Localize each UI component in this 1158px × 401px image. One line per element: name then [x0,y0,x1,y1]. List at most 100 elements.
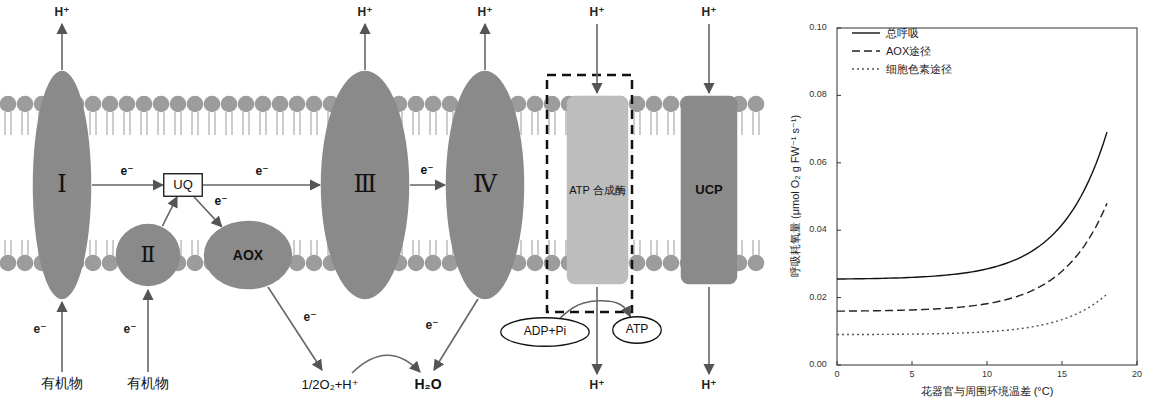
outline-shape [116,224,181,287]
lipid-tail [656,240,657,255]
axis-title: 花器官与周围环境温差 (°C) [921,385,1054,397]
electron-transfer-arrow [162,197,177,226]
lipid-tail [741,240,742,255]
lipid-tail [89,112,90,135]
plot-frame [837,28,1137,365]
tick-label: 0.02 [809,293,827,303]
node-label: Ⅳ [470,171,500,199]
lipid-tail [667,240,668,255]
node-label: ATP [623,323,651,337]
lipid-tail [633,112,634,135]
proton-label: H⁺ [478,6,493,19]
lipid-tail [429,240,430,255]
proton-arrow [596,24,598,93]
lipid-tail [140,112,141,135]
lipid-head [272,96,289,113]
legend-label: 总呼吸 [886,27,919,39]
electron-label: e⁻ [418,164,435,177]
atp-synthase: ATP 合成酶 [566,95,629,285]
electron-transfer-arrow [92,184,163,186]
lipid-head [663,255,680,272]
data-curve [837,132,1107,279]
lipid-tail [554,240,555,255]
product-label: H₂O [414,377,441,392]
lipid-tail [752,240,753,255]
complex-ellipse: Ⅳ [445,70,525,300]
lipid-head [187,96,204,113]
lipid-tail [293,112,294,135]
legend-sample [852,32,880,33]
axis-tick [837,361,838,365]
electron-label: e⁻ [33,323,46,336]
lipid-tail [633,240,634,255]
lipid-tail [4,240,5,255]
lipid-tail [656,112,657,135]
lipid-tail [248,112,249,135]
node-label: Ⅲ [350,171,379,199]
lipid-tail [106,112,107,135]
lipid-tail [21,112,22,135]
electron-label: e⁻ [425,319,438,332]
lipid-tail [418,112,419,135]
lipid-tail [197,240,198,255]
axis-tick [837,365,841,366]
lipid-tail [146,112,147,135]
electron-arrow [434,299,478,370]
lipid-tail [180,240,181,255]
lipid-tail [225,112,226,135]
lipid-head [102,255,119,272]
lipid-tail [214,112,215,135]
substrate-ellipse: ADP+Pi [500,317,590,347]
lipid-tail [191,112,192,135]
lipid-head [748,255,765,272]
lipid-tail [548,240,549,255]
lipid-head [408,96,425,113]
axis-tick [837,162,841,163]
lipid-tail [4,112,5,135]
proton-arrow [708,24,710,93]
line-chart [837,28,1137,365]
proton-label: H⁺ [590,379,605,392]
lipid-tail [741,112,742,135]
product-ellipse: ATP [612,316,662,344]
lipid-tail [673,240,674,255]
lipid-tail [310,112,311,135]
legend-label: 细胞色素途径 [886,63,952,75]
tick-label: 0.04 [809,225,827,235]
proton-arrow [708,287,710,374]
lipid-tail [259,112,260,135]
lipid-tail [112,240,113,255]
outline-shape [681,96,738,285]
lipid-tail [446,112,447,135]
lipid-head [102,96,119,113]
proton-label: H⁺ [358,6,373,19]
outline-shape [321,71,410,300]
tick-label: 5 [909,370,914,380]
axis-tick [1062,361,1063,365]
lipid-tail [531,112,532,135]
node-label: AOX [230,247,266,263]
carrier-box: UQ [163,173,203,197]
lipid-tail [157,112,158,135]
axis-tick [912,361,913,365]
complex-ellipse: Ⅰ [32,70,92,300]
tick-label: 0.00 [809,360,827,370]
lipid-tail [27,240,28,255]
lipid-tail [435,112,436,135]
node-label: UQ [170,178,196,193]
electron-transfer-arrow [410,184,445,186]
tick-label: 0.10 [809,23,827,33]
substrate-label: 有机物 [127,376,169,391]
lipid-tail [412,240,413,255]
lipid-head [17,255,34,272]
axis-tick [837,28,841,29]
complex-ellipse: Ⅲ [320,70,410,300]
lipid-head [17,96,34,113]
lipid-head [646,255,663,272]
lipid-head [646,96,663,113]
lipid-tail [548,112,549,135]
lipid-tail [231,112,232,135]
tick-label: 0.06 [809,158,827,168]
lipid-head [0,255,16,272]
